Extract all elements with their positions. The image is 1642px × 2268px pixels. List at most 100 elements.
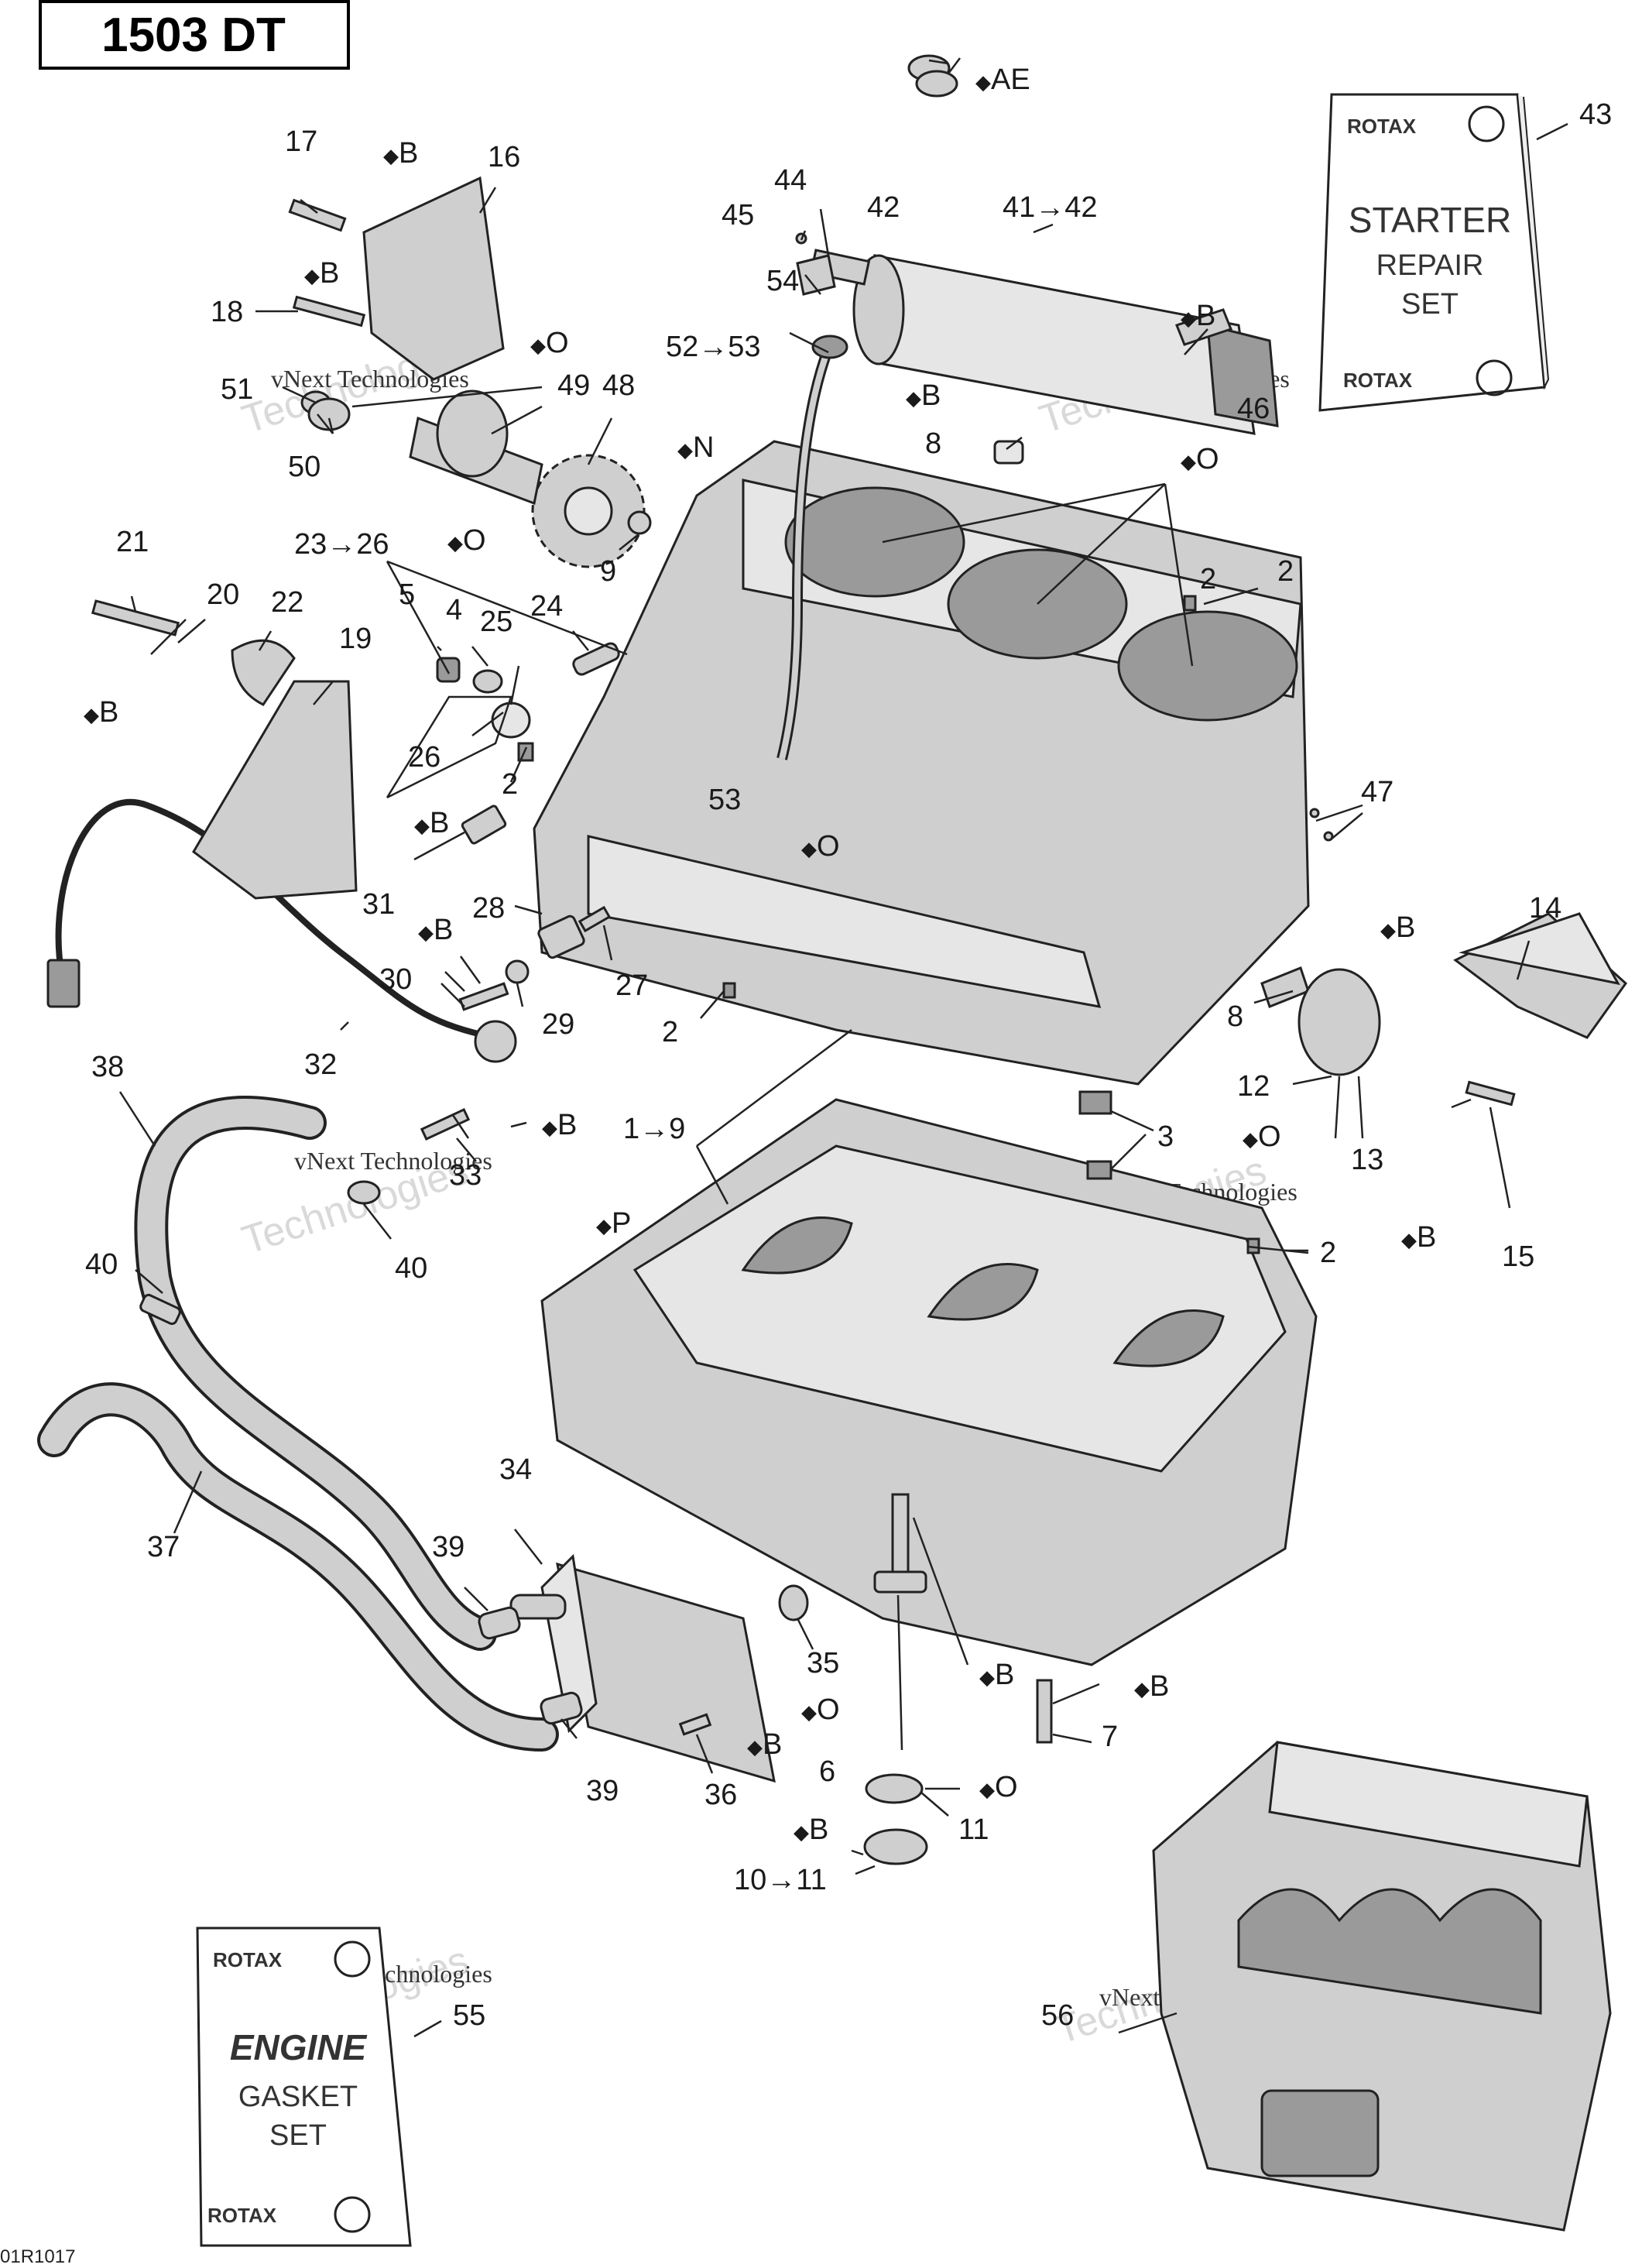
callout: 51 bbox=[221, 373, 253, 406]
callout: 10→11 bbox=[734, 1864, 827, 1896]
callout: 54 bbox=[766, 265, 799, 297]
oil-drop-icon: ◆ bbox=[418, 921, 434, 944]
lubricant-code: ◆P bbox=[596, 1207, 631, 1240]
bracket-16 bbox=[362, 176, 505, 381]
callout: 24 bbox=[530, 590, 563, 623]
callout: 21 bbox=[116, 526, 149, 558]
watermark-text: vNext Technologies bbox=[294, 1147, 492, 1175]
oil-drop-icon: ◆ bbox=[414, 814, 430, 837]
callout: 2 bbox=[662, 1016, 678, 1048]
lubricant-code: ◆O bbox=[447, 524, 486, 557]
oil-drop-icon: ◆ bbox=[801, 837, 817, 860]
lubricant-code: ◆B bbox=[1134, 1670, 1169, 1703]
cover-14 bbox=[1459, 912, 1620, 986]
callout: 38 bbox=[91, 1051, 124, 1083]
small-parts bbox=[91, 54, 1516, 1865]
callout: 2 bbox=[1320, 1237, 1336, 1269]
callout: 44 bbox=[774, 164, 807, 197]
oil-drop-icon: ◆ bbox=[1181, 450, 1196, 473]
lubricant-code: ◆B bbox=[383, 137, 418, 170]
knock-sensor bbox=[474, 1020, 517, 1063]
callout: 16 bbox=[488, 141, 520, 173]
callout: 17 bbox=[285, 125, 317, 158]
callout: 50 bbox=[288, 451, 321, 483]
sensor-connector bbox=[46, 959, 81, 1008]
callout: 46 bbox=[1237, 393, 1270, 425]
callout: 20 bbox=[207, 578, 239, 611]
title-box bbox=[39, 0, 350, 70]
callout: 13 bbox=[1351, 1144, 1383, 1176]
callout: 52→53 bbox=[666, 331, 761, 363]
callout: 7 bbox=[1102, 1721, 1118, 1753]
callout: 48 bbox=[602, 369, 635, 402]
callout: 34 bbox=[499, 1453, 532, 1486]
lubricant-code: ◆O bbox=[530, 327, 569, 359]
callout: 37 bbox=[147, 1531, 180, 1563]
callout: 41→42 bbox=[1003, 191, 1098, 224]
callout: 4 bbox=[446, 594, 462, 626]
oil-drop-icon: ◆ bbox=[1243, 1127, 1258, 1151]
oil-cooler bbox=[509, 1553, 776, 1783]
starter-repair-set-kit: ROTAX STARTER REPAIR SET ROTAX bbox=[1318, 93, 1550, 412]
callout: 40 bbox=[85, 1248, 118, 1281]
starter-kit-brand: ROTAX bbox=[1347, 115, 1417, 138]
callout: 23→26 bbox=[294, 528, 389, 561]
oil-drop-icon: ◆ bbox=[677, 438, 693, 461]
callout: 35 bbox=[807, 1647, 839, 1680]
callout: 28 bbox=[472, 892, 505, 925]
oil-drop-icon: ◆ bbox=[596, 1214, 612, 1237]
oil-drop-icon: ◆ bbox=[801, 1700, 817, 1724]
engine-gasket-set-kit: ROTAX ENGINE GASKET SET ROTAX bbox=[196, 1927, 412, 2247]
callout: 42 bbox=[867, 191, 900, 224]
callout: 1→9 bbox=[623, 1113, 685, 1145]
oil-drop-icon: ◆ bbox=[975, 70, 991, 94]
callout: 8 bbox=[1227, 1000, 1243, 1033]
engine-kit-line3: SET bbox=[269, 2119, 327, 2152]
starter-kit-line1: STARTER bbox=[1349, 200, 1511, 240]
oil-drop-icon: ◆ bbox=[383, 144, 399, 167]
oil-drop-icon: ◆ bbox=[84, 703, 99, 726]
engine-kit-line2: GASKET bbox=[238, 2081, 358, 2113]
callout: 45 bbox=[722, 199, 754, 232]
lubricant-code: ◆B bbox=[979, 1659, 1014, 1691]
callout: 55 bbox=[453, 1999, 485, 2032]
upper-crankcase bbox=[533, 440, 1310, 1086]
callout: 30 bbox=[379, 963, 412, 996]
lubricant-code: ◆B bbox=[418, 914, 453, 946]
lubricant-code: ◆B bbox=[794, 1813, 828, 1846]
callout: 25 bbox=[480, 606, 512, 638]
engine-kit-line1: ENGINE bbox=[230, 2027, 368, 2067]
lubricant-code: ◆B bbox=[542, 1109, 577, 1141]
callout: 36 bbox=[704, 1779, 737, 1811]
lubricant-code: ◆O bbox=[801, 1693, 840, 1726]
lubricant-code: ◆B bbox=[304, 257, 339, 290]
engine-kit-brand: ROTAX bbox=[207, 2204, 277, 2227]
callout: 11 bbox=[958, 1813, 989, 1846]
callouts: 1→9 2 2 2 2 2 3 4 5 6 7 8 8 9 10→11 11 1… bbox=[85, 98, 1612, 2032]
lubricant-code: ◆O bbox=[801, 830, 840, 863]
callout: 39 bbox=[586, 1775, 619, 1807]
oil-drop-icon: ◆ bbox=[1380, 918, 1396, 942]
starter-motor bbox=[809, 249, 1279, 435]
callout: 22 bbox=[271, 586, 303, 619]
starter-kit-line3: SET bbox=[1401, 288, 1459, 321]
diagram-title: 1503 DT bbox=[101, 9, 286, 62]
oil-drop-icon: ◆ bbox=[1134, 1677, 1150, 1700]
oil-drop-icon: ◆ bbox=[979, 1666, 995, 1689]
callout: 33 bbox=[449, 1159, 482, 1192]
starter-kit-line2: REPAIR bbox=[1376, 249, 1484, 282]
dipstick-cap bbox=[811, 335, 848, 359]
callout: 15 bbox=[1502, 1240, 1534, 1273]
lubricant-code: ◆B bbox=[1380, 911, 1415, 944]
oil-drop-icon: ◆ bbox=[1401, 1228, 1417, 1251]
lubricant-code: ◆O bbox=[1181, 443, 1219, 475]
hose-37-inner bbox=[40, 1385, 556, 1748]
oil-drop-icon: ◆ bbox=[906, 386, 921, 410]
lubricant-code: ◆O bbox=[979, 1771, 1018, 1803]
oil-drop-icon: ◆ bbox=[304, 264, 320, 287]
lubricant-code: ◆B bbox=[414, 807, 449, 839]
callout: 27 bbox=[615, 969, 648, 1002]
gear-48-hub bbox=[564, 486, 613, 536]
callout: 53 bbox=[708, 784, 741, 816]
